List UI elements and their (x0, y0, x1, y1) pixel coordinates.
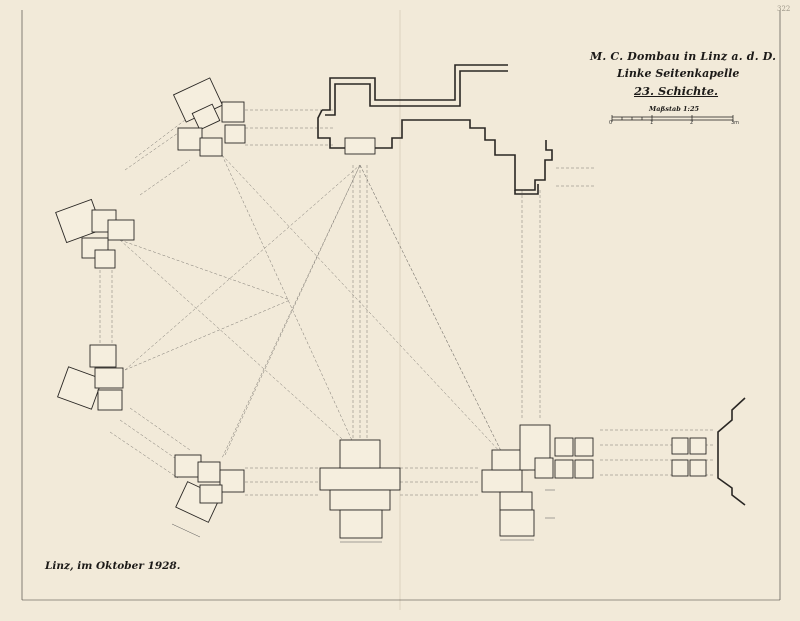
vault-rib-lines (99, 109, 715, 496)
scale-bar (611, 115, 734, 122)
sheet-number: 322 (777, 5, 791, 13)
upper-wall-outline (317, 64, 553, 195)
scale-tick-2: 2 (690, 120, 694, 126)
title-line-3: 23. Schichte. (634, 84, 719, 98)
dimension-marks (171, 489, 555, 543)
title-line-1: M. C. Dombau in Linz a. d. D. (590, 50, 777, 63)
pier-blocks (55, 77, 707, 539)
scale-label: Maßstab 1:25 (649, 105, 699, 113)
right-wall-outline (717, 397, 746, 506)
place-date: Linz, im Oktober 1928. (45, 560, 181, 572)
scale-tick-1: 1 (650, 120, 654, 126)
scale-tick-3: 3m (731, 120, 740, 126)
title-line-2: Linke Seitenkapelle (617, 67, 740, 80)
scale-tick-0: 0 (609, 120, 613, 126)
